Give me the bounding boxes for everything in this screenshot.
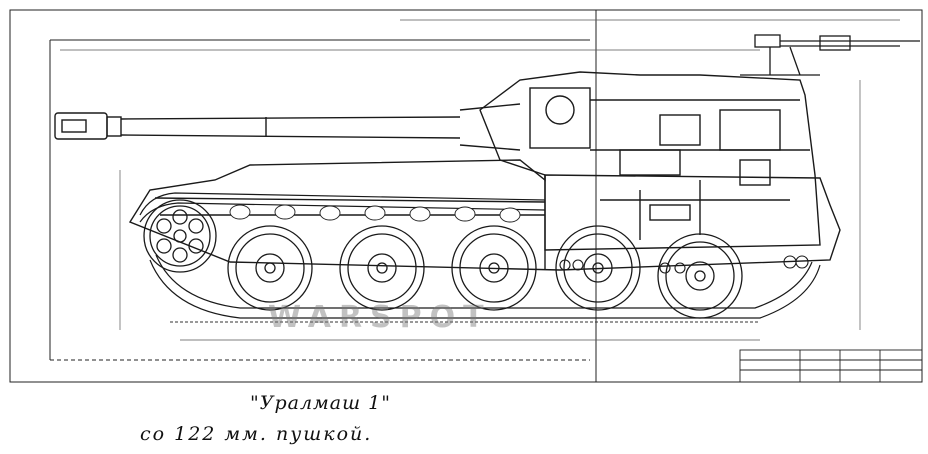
return-rollers: [559, 255, 809, 274]
road-wheel-2: [339, 225, 425, 311]
caption-title: "Уралмаш 1": [250, 392, 392, 414]
road-wheel-1: [227, 225, 313, 311]
watermark: WARSPOT: [268, 300, 492, 335]
road-wheel-3: [451, 225, 537, 311]
dimension-lines: [60, 19, 900, 341]
road-wheel-4: [555, 225, 641, 311]
hull: [128, 159, 841, 271]
caption-subtitle: со 122 мм. пушкой.: [140, 423, 373, 445]
roof-machine-gun: [740, 34, 920, 76]
road-wheel-5: [657, 233, 743, 319]
track-links-upper: [229, 204, 521, 223]
title-block: [739, 349, 923, 383]
drawing-frame: [9, 9, 923, 383]
track-upper: [139, 192, 546, 223]
track-lower: [149, 254, 821, 319]
drive-sprocket: [143, 199, 217, 273]
road-wheels: [227, 225, 743, 319]
gun-barrel: [54, 103, 521, 151]
casemate: [479, 71, 821, 251]
